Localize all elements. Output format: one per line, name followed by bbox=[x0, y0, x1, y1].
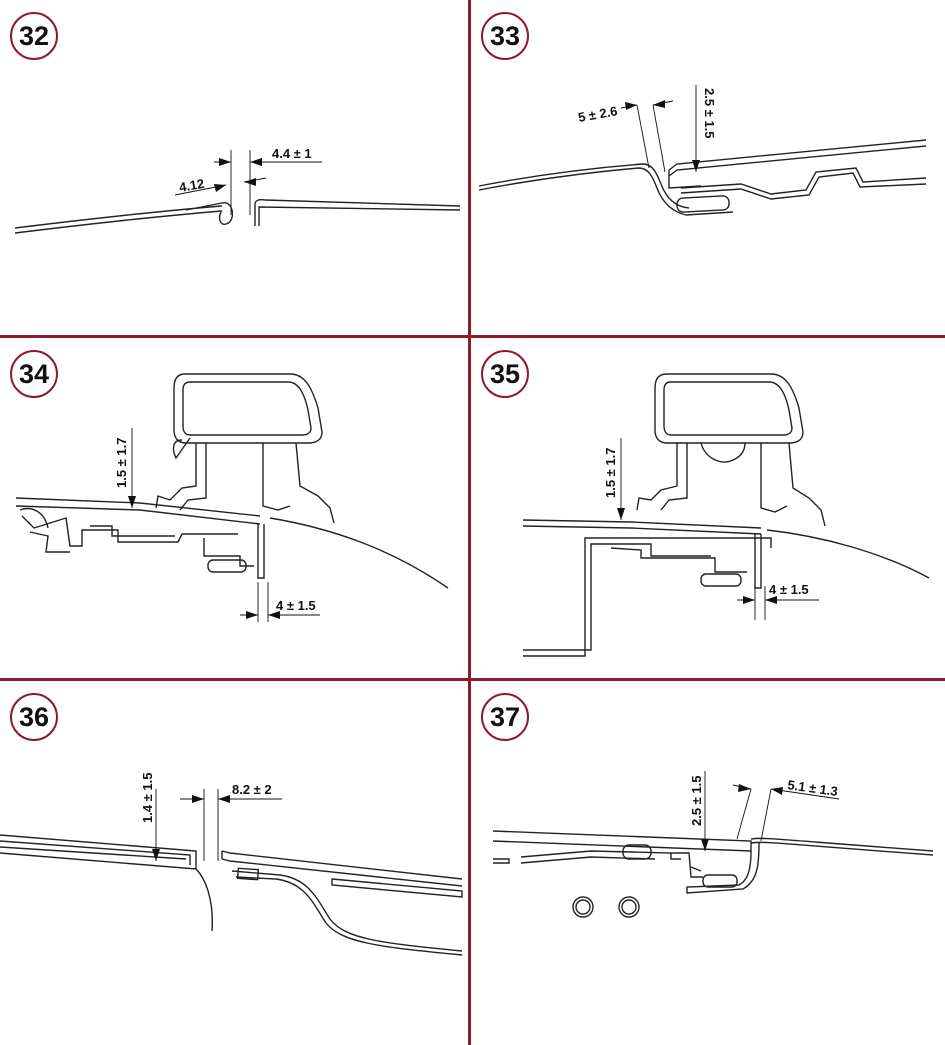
vertical-divider bbox=[468, 0, 471, 1045]
section-drawing-37 bbox=[492, 771, 934, 918]
panel-32: 32 4.4 ± 1 4.12 bbox=[0, 0, 468, 335]
section-drawing-33 bbox=[478, 85, 927, 216]
horizontal-divider-2 bbox=[0, 678, 945, 681]
panel-number-badge: 35 bbox=[481, 350, 529, 398]
panel-34: 34 1.5 ± 1.7 4 ± 1.5 bbox=[0, 338, 468, 678]
panel-35: 35 1.5 ± 1.7 4 ± 1.5 bbox=[471, 338, 945, 678]
section-drawing-36 bbox=[0, 789, 463, 956]
panel-number-badge: 33 bbox=[481, 12, 529, 60]
panel-number-badge: 37 bbox=[481, 693, 529, 741]
section-drawing-34 bbox=[15, 373, 449, 622]
panel-33: 33 5 ± 2.6 2.5 ± 1.5 bbox=[471, 0, 945, 335]
section-drawing-35 bbox=[522, 373, 930, 657]
section-drawing-32 bbox=[14, 150, 461, 234]
panel-37: 37 2.5 ± 1.5 5.1 ± 1.3 bbox=[471, 681, 945, 1045]
panel-number-badge: 32 bbox=[10, 12, 58, 60]
panel-number-badge: 34 bbox=[10, 350, 58, 398]
panel-number-badge: 36 bbox=[10, 693, 58, 741]
panel-36: 36 1.4 ± 1.5 8.2 ± 2 bbox=[0, 681, 468, 1045]
horizontal-divider-1 bbox=[0, 335, 945, 338]
